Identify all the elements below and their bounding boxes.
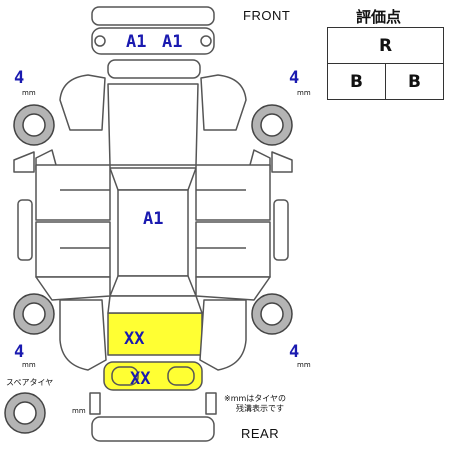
tread-note: ※mmはタイヤの 残溝表示です xyxy=(224,394,286,414)
front-left-lamp xyxy=(94,35,106,47)
front-emblem-panel xyxy=(107,59,201,79)
roof-panel xyxy=(117,189,189,277)
front-left-tread-depth: 4 xyxy=(14,68,25,88)
rear-bumper-inner-right xyxy=(167,366,195,386)
rear-left-tread-unit: mm xyxy=(22,361,36,369)
tread-note-line1: ※mmはタイヤの xyxy=(224,394,287,403)
hood-panel xyxy=(107,83,199,166)
front-label: FRONT xyxy=(243,8,291,23)
rear-bumper-lower-panel xyxy=(91,416,215,442)
windshield-panel xyxy=(109,167,197,191)
rear-bumper-damage-code: XX xyxy=(130,369,151,389)
front-right-tread-unit: mm xyxy=(297,89,311,97)
front-right-lamp xyxy=(200,35,212,47)
left-front-door xyxy=(35,164,111,221)
roof-damage-code: A1 xyxy=(143,209,164,229)
right-front-door xyxy=(195,164,271,221)
front-left-damage-code: A1 xyxy=(126,32,147,52)
right-rear-door xyxy=(195,221,271,278)
rear-right-tread-unit: mm xyxy=(297,361,311,369)
rear-right-hub xyxy=(260,302,284,326)
rear-window-panel xyxy=(109,275,197,297)
left-sill xyxy=(17,199,33,261)
rear-bumper-left-corner xyxy=(89,392,101,415)
spare-tread-unit: mm xyxy=(72,407,86,415)
overall-score-cell: R xyxy=(327,27,444,64)
trunk-damage-code: XX xyxy=(124,329,145,349)
trunk-hinge-area xyxy=(107,295,203,314)
spare-tire-label: スペアタイヤ xyxy=(6,378,54,387)
rear-right-fender xyxy=(199,299,247,371)
evaluation-title: 評価点 xyxy=(356,8,402,26)
left-rear-quarter xyxy=(35,276,111,301)
front-bumper-panel xyxy=(91,6,215,26)
rear-left-tread-depth: 4 xyxy=(14,342,25,362)
front-left-hub xyxy=(22,113,46,137)
right-rear-quarter xyxy=(195,276,271,301)
rear-right-tread-depth: 4 xyxy=(289,342,300,362)
right-sill xyxy=(273,199,289,261)
interior-score-cell: B xyxy=(327,63,386,100)
left-mirror xyxy=(13,151,35,173)
right-mirror xyxy=(271,151,293,173)
front-right-damage-code: A1 xyxy=(162,32,183,52)
rear-label: REAR xyxy=(241,426,280,441)
front-left-fender xyxy=(59,74,106,131)
front-right-fender xyxy=(200,74,247,131)
front-right-tread-depth: 4 xyxy=(289,68,300,88)
rear-bumper-inner-left xyxy=(111,366,139,386)
front-right-hub xyxy=(260,113,284,137)
exterior-score-cell: B xyxy=(385,63,444,100)
rear-bumper-right-corner xyxy=(205,392,217,415)
rear-left-hub xyxy=(22,302,46,326)
tread-note-line2: 残溝表示です xyxy=(236,404,284,413)
evaluation-table: R B B xyxy=(327,27,444,100)
rear-left-fender xyxy=(59,299,107,371)
front-grille-panel xyxy=(91,27,215,55)
spare-hub xyxy=(13,401,37,425)
front-left-tread-unit: mm xyxy=(22,89,36,97)
trunk-panel xyxy=(107,312,203,356)
left-rear-door xyxy=(35,221,111,278)
